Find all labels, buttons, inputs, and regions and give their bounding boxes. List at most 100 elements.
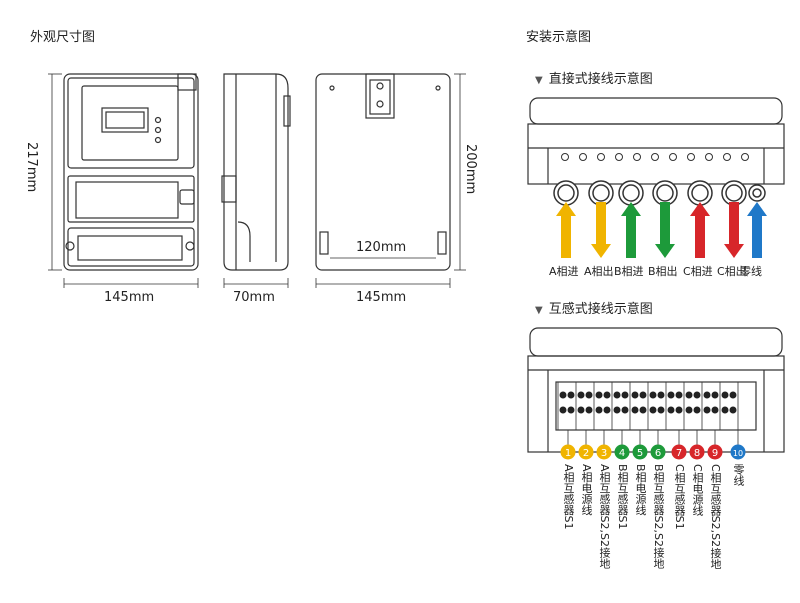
terminal-screw bbox=[649, 406, 657, 414]
direct-arrow-label: B相出 bbox=[648, 265, 678, 278]
direct-arrow-label: C相出 bbox=[717, 265, 747, 278]
meter-side-view bbox=[221, 73, 291, 271]
terminal-screw bbox=[585, 391, 593, 399]
terminal-badge bbox=[596, 444, 612, 460]
terminal-number: 3 bbox=[601, 448, 607, 459]
triangle-down-icon: ▼ bbox=[535, 75, 543, 86]
arrow-up-icon bbox=[621, 202, 641, 258]
terminal-screw bbox=[667, 406, 675, 414]
terminal-screw bbox=[595, 406, 603, 414]
ct-terminal-label: 零线 bbox=[732, 464, 745, 486]
ct-terminal-label: A相互感器S2,S2接地 bbox=[598, 464, 611, 569]
terminal-screw bbox=[621, 391, 629, 399]
terminal-badge bbox=[614, 444, 630, 460]
arrow-up-icon bbox=[556, 202, 576, 258]
terminal-inner bbox=[622, 184, 640, 202]
ct-terminal-label: B相互感器S2,S2接地 bbox=[652, 464, 665, 570]
terminal-screw bbox=[685, 406, 693, 414]
direct-wiring-title: ▼ 直接式接线示意图 bbox=[535, 68, 653, 87]
terminal-inner bbox=[691, 184, 709, 202]
terminal-screw bbox=[711, 406, 719, 414]
terminal-screw bbox=[721, 406, 729, 414]
dim-inner-120: 120mm bbox=[356, 240, 407, 255]
terminal-badge bbox=[671, 444, 687, 460]
terminal-screw bbox=[559, 406, 567, 414]
direct-wiring-title-text: 直接式接线示意图 bbox=[548, 72, 653, 87]
terminal-badge bbox=[650, 444, 666, 460]
terminal-screw bbox=[675, 391, 683, 399]
terminal-number: 2 bbox=[583, 448, 589, 459]
terminal-screw bbox=[649, 391, 657, 399]
terminal-badge bbox=[730, 444, 746, 460]
dim-depth: 70mm bbox=[233, 290, 275, 305]
terminal-screw bbox=[577, 406, 585, 414]
terminal-screw bbox=[685, 391, 693, 399]
terminal-screw bbox=[567, 406, 575, 414]
terminal-screw bbox=[603, 391, 611, 399]
terminal-number: 6 bbox=[655, 448, 661, 459]
dim-width-front: 145mm bbox=[104, 290, 155, 305]
terminal-inner bbox=[656, 184, 674, 202]
arrow-down-icon bbox=[724, 202, 744, 258]
ct-terminal-label: A相电源线 bbox=[580, 464, 593, 516]
terminal-number: 1 bbox=[565, 448, 571, 459]
terminal-number: 7 bbox=[676, 448, 682, 459]
terminal-screw bbox=[631, 391, 639, 399]
ct-terminal-label: A相互感器S1 bbox=[562, 464, 575, 530]
terminal-badge bbox=[632, 444, 648, 460]
direct-arrow-label: 零线 bbox=[740, 265, 762, 278]
direct-arrow-label: C相进 bbox=[683, 265, 713, 278]
meter-front-view bbox=[63, 73, 199, 271]
terminal-screw bbox=[559, 391, 567, 399]
terminal-screw bbox=[631, 406, 639, 414]
triangle-down-icon: ▼ bbox=[535, 305, 543, 316]
dim-height-217: 217mm bbox=[24, 142, 39, 193]
ct-terminal-label: B相电源线 bbox=[634, 464, 647, 516]
terminal-badge bbox=[707, 444, 723, 460]
terminal-screw bbox=[729, 391, 737, 399]
terminal-number: 8 bbox=[694, 448, 700, 459]
terminal-screw bbox=[603, 406, 611, 414]
terminal-inner bbox=[725, 184, 743, 202]
ct-terminal-label: C相互感器S1 bbox=[673, 464, 686, 530]
terminal-screw bbox=[693, 391, 701, 399]
terminal-screw bbox=[667, 391, 675, 399]
terminal-number: 9 bbox=[712, 448, 718, 459]
terminal-number: 5 bbox=[637, 448, 643, 459]
direct-arrow-label: A相出 bbox=[584, 265, 614, 278]
arrow-down-icon bbox=[591, 202, 611, 258]
dimension-title: 外观尺寸图 bbox=[30, 30, 96, 45]
ct-terminal-label: B相互感器S1 bbox=[616, 464, 629, 530]
terminal-number: 4 bbox=[619, 448, 625, 459]
terminal-inner bbox=[752, 188, 762, 198]
meter-back-view bbox=[315, 73, 451, 271]
install-title: 安装示意图 bbox=[526, 30, 592, 45]
terminal-screw bbox=[567, 391, 575, 399]
terminal-screw bbox=[639, 391, 647, 399]
arrow-up-icon bbox=[747, 202, 767, 258]
terminal-screw bbox=[703, 391, 711, 399]
terminal-screw bbox=[585, 406, 593, 414]
terminal-screw bbox=[711, 391, 719, 399]
terminal-number: 10 bbox=[733, 449, 743, 458]
terminal-screw bbox=[721, 391, 729, 399]
terminal-screw bbox=[703, 406, 711, 414]
terminal-inner bbox=[592, 184, 610, 202]
arrow-down-icon bbox=[655, 202, 675, 258]
dim-width-back: 145mm bbox=[356, 290, 407, 305]
terminal-screw bbox=[675, 406, 683, 414]
terminal-badge bbox=[578, 444, 594, 460]
terminal-screw bbox=[729, 406, 737, 414]
ct-wiring-title: ▼互感式接线示意图 bbox=[535, 298, 653, 317]
direct-arrow-label: B相进 bbox=[614, 265, 644, 278]
terminal-screw bbox=[577, 391, 585, 399]
terminal-screw bbox=[613, 406, 621, 414]
terminal-screw bbox=[639, 406, 647, 414]
terminal-screw bbox=[657, 391, 665, 399]
terminal-screw bbox=[657, 406, 665, 414]
dim-height-200: 200mm bbox=[463, 144, 478, 195]
arrow-up-icon bbox=[690, 202, 710, 258]
